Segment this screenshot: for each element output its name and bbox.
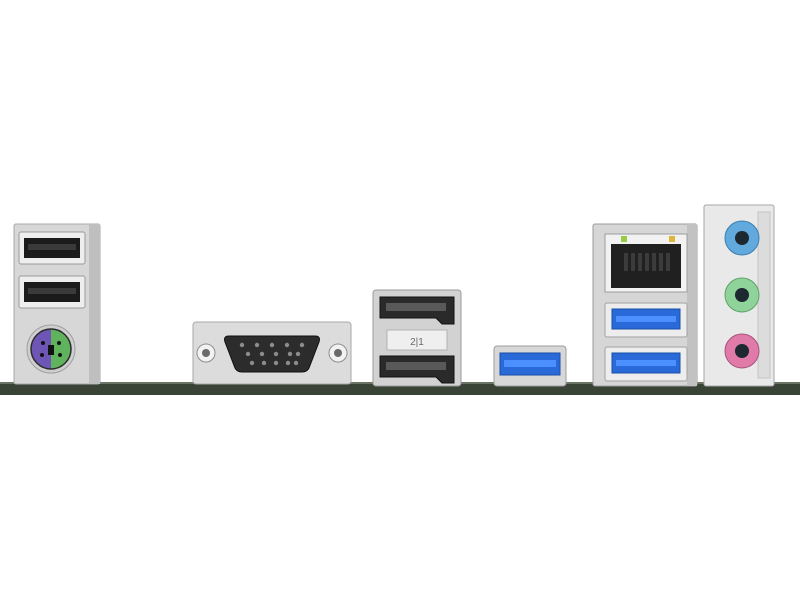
usb-3-port-lower[interactable] bbox=[604, 346, 688, 382]
usb-3-port-upper[interactable] bbox=[604, 302, 688, 338]
displayport-1[interactable] bbox=[379, 296, 455, 325]
vga-port[interactable] bbox=[192, 321, 352, 385]
audio-jack-line-out[interactable] bbox=[724, 277, 760, 313]
usb-2-port-1[interactable] bbox=[18, 231, 86, 265]
usb-3-port-front[interactable] bbox=[493, 345, 567, 387]
displayport-marking: 2|1 bbox=[410, 337, 424, 348]
audio-jack-mic[interactable] bbox=[724, 333, 760, 369]
audio-module bbox=[703, 204, 775, 387]
displayport-stack: 2|1 bbox=[372, 289, 462, 387]
ps2-combo-port[interactable] bbox=[26, 324, 76, 374]
usb2-ps2-module bbox=[13, 223, 101, 385]
rj45-lan-port[interactable] bbox=[604, 233, 688, 293]
lan-usb3-module bbox=[592, 223, 698, 387]
usb-2-port-2[interactable] bbox=[18, 275, 86, 309]
audio-jack-line-in[interactable] bbox=[724, 220, 760, 256]
displayport-2[interactable] bbox=[379, 355, 455, 384]
